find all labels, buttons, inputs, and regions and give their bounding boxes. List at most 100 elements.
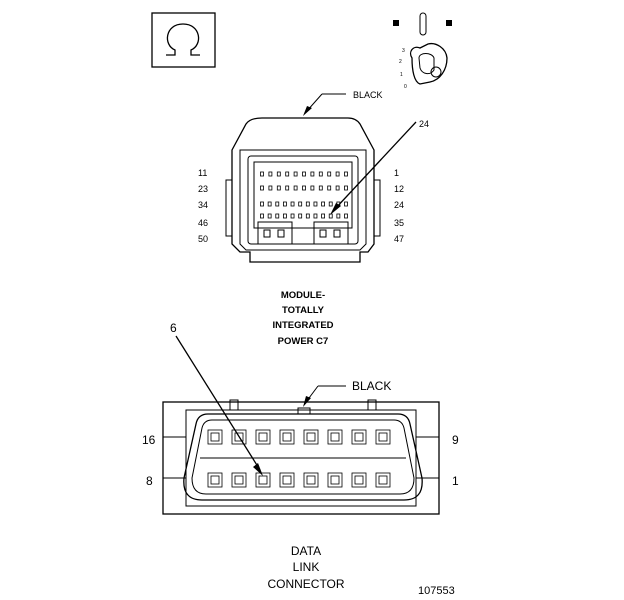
- c7-pin-cavity: [260, 185, 264, 191]
- c7-pin-cavity: [268, 185, 273, 191]
- c7-pin-cavity: [335, 171, 340, 177]
- dlc-pin-cavity: [351, 429, 367, 445]
- c7-pin-left-2: 23: [198, 184, 208, 194]
- c7-caption: MODULE- TOTALLY INTEGRATED POWER C7: [272, 290, 333, 347]
- c7-pin-cavity: [344, 171, 348, 177]
- dlc-pin-contact: [354, 475, 364, 485]
- c7-pin-cavity: [335, 185, 340, 191]
- dlc-pin-contact: [282, 475, 292, 485]
- c7-pin-right-4: 35: [394, 218, 404, 228]
- dlc-pin-contact: [234, 475, 244, 485]
- dlc-wire-color-callout: BLACK: [303, 379, 391, 407]
- dlc-pin-cavity: [327, 472, 343, 488]
- dlc-wire-color: BLACK: [352, 379, 391, 393]
- dlc-pin-callout: 6: [170, 321, 263, 476]
- c7-pin-cavity: [267, 201, 272, 207]
- module-connector-c7: [225, 117, 381, 263]
- dlc-pin-left-2: 8: [146, 474, 153, 488]
- dlc-caption-line-1: DATA: [291, 544, 321, 558]
- dlc-pin-cavity: [207, 472, 223, 488]
- c7-pin-cavity: [290, 201, 295, 207]
- c7-caption-line-1: MODULE-: [281, 290, 325, 301]
- c7-pin-cavity: [327, 185, 332, 191]
- c7-pin-row-3: [260, 201, 348, 207]
- dlc-pin-cavity: [303, 472, 319, 488]
- dlc-pin-contact: [234, 432, 244, 442]
- dlc-pin-contact: [330, 432, 340, 442]
- c7-pin-left-1: 11: [198, 168, 207, 178]
- c7-pin-cavity: [293, 185, 298, 191]
- c7-pin-cavity: [275, 201, 280, 207]
- dlc-pin-contact: [258, 475, 268, 485]
- c7-pin-cavity: [310, 171, 315, 177]
- dlc-caption: DATA LINK CONNECTOR: [267, 544, 344, 591]
- figure-id: 107553: [418, 585, 455, 597]
- c7-pin-cavity: [275, 213, 280, 219]
- svg-text:1: 1: [400, 72, 403, 78]
- c7-pin-cavity: [305, 213, 310, 219]
- dlc-pin-cavity: [375, 429, 391, 445]
- data-link-connector: [162, 399, 440, 515]
- c7-pin-left-5: 50: [198, 234, 208, 244]
- c7-pin-row-2: [260, 185, 348, 191]
- c7-pin-cavity: [328, 213, 333, 219]
- c7-pin-cavity: [285, 171, 290, 177]
- dlc-pin-contact: [378, 475, 388, 485]
- c7-callout-pin: 24: [419, 119, 429, 129]
- c7-pin-cavity: [321, 201, 325, 207]
- dlc-pin-cavity: [351, 472, 367, 488]
- dlc-pin-left-1: 16: [142, 433, 156, 447]
- c7-pin-cavity: [285, 185, 290, 191]
- c7-pin-right-1: 1: [394, 168, 399, 178]
- dlc-pin-right-2: 1: [452, 474, 459, 488]
- c7-pin-right-3: 24: [394, 200, 404, 210]
- c7-pin-cavity: [276, 185, 281, 191]
- c7-wire-color: BLACK: [353, 90, 383, 100]
- c7-pin-cavity: [344, 201, 348, 207]
- dlc-pin-right-1: 9: [452, 433, 459, 447]
- c7-caption-line-2: TOTALLY: [282, 305, 325, 316]
- c7-pin-cavity: [328, 201, 333, 207]
- c7-pin-right-5: 47: [394, 234, 404, 244]
- dlc-pin-cavity: [279, 429, 295, 445]
- c7-caption-line-4: POWER C7: [278, 336, 329, 347]
- c7-pin-cavity: [336, 213, 341, 219]
- c7-pin-cavity: [268, 171, 273, 177]
- c7-pin-cavity: [298, 213, 303, 219]
- dlc-pin-contact: [210, 432, 220, 442]
- c7-pin-cavity: [283, 201, 287, 207]
- dlc-pin-cavity: [231, 429, 247, 445]
- c7-pin-cavity: [344, 185, 348, 191]
- c7-pin-cavity: [313, 201, 318, 207]
- c7-pin-cavity: [293, 171, 298, 177]
- c7-pin-cavity: [290, 213, 295, 219]
- c7-pin-cavity: [283, 213, 287, 219]
- c7-pin-cavity: [318, 171, 323, 177]
- c7-pin-cavity: [318, 185, 323, 191]
- dlc-callout-pin: 6: [170, 321, 177, 335]
- c7-pin-cavity: [298, 201, 303, 207]
- c7-pin-cavity: [260, 213, 264, 219]
- c7-pin-cavity: [310, 185, 315, 191]
- dlc-pin-cavity: [327, 429, 343, 445]
- svg-text:0: 0: [404, 84, 407, 90]
- c7-wire-color-callout: BLACK: [303, 90, 383, 116]
- c7-pin-cavity: [260, 171, 264, 177]
- dlc-pin-cavity: [279, 472, 295, 488]
- c7-pin-cavity: [321, 213, 325, 219]
- c7-pin-row-1: [260, 171, 348, 177]
- dlc-caption-line-2: LINK: [293, 560, 320, 574]
- c7-pin-cavity: [313, 213, 318, 219]
- c7-pin-callout: 24: [330, 119, 429, 215]
- c7-pin-cavity: [267, 213, 272, 219]
- dlc-pin-contact: [282, 432, 292, 442]
- dlc-pin-cavity: [375, 472, 391, 488]
- dlc-pin-contact: [306, 432, 316, 442]
- c7-pin-cavity: [327, 171, 332, 177]
- svg-text:2: 2: [399, 59, 402, 65]
- svg-text:3: 3: [402, 48, 405, 54]
- c7-pin-left-4: 46: [198, 218, 208, 228]
- c7-pin-cavity: [302, 171, 306, 177]
- c7-pin-cavity: [344, 213, 348, 219]
